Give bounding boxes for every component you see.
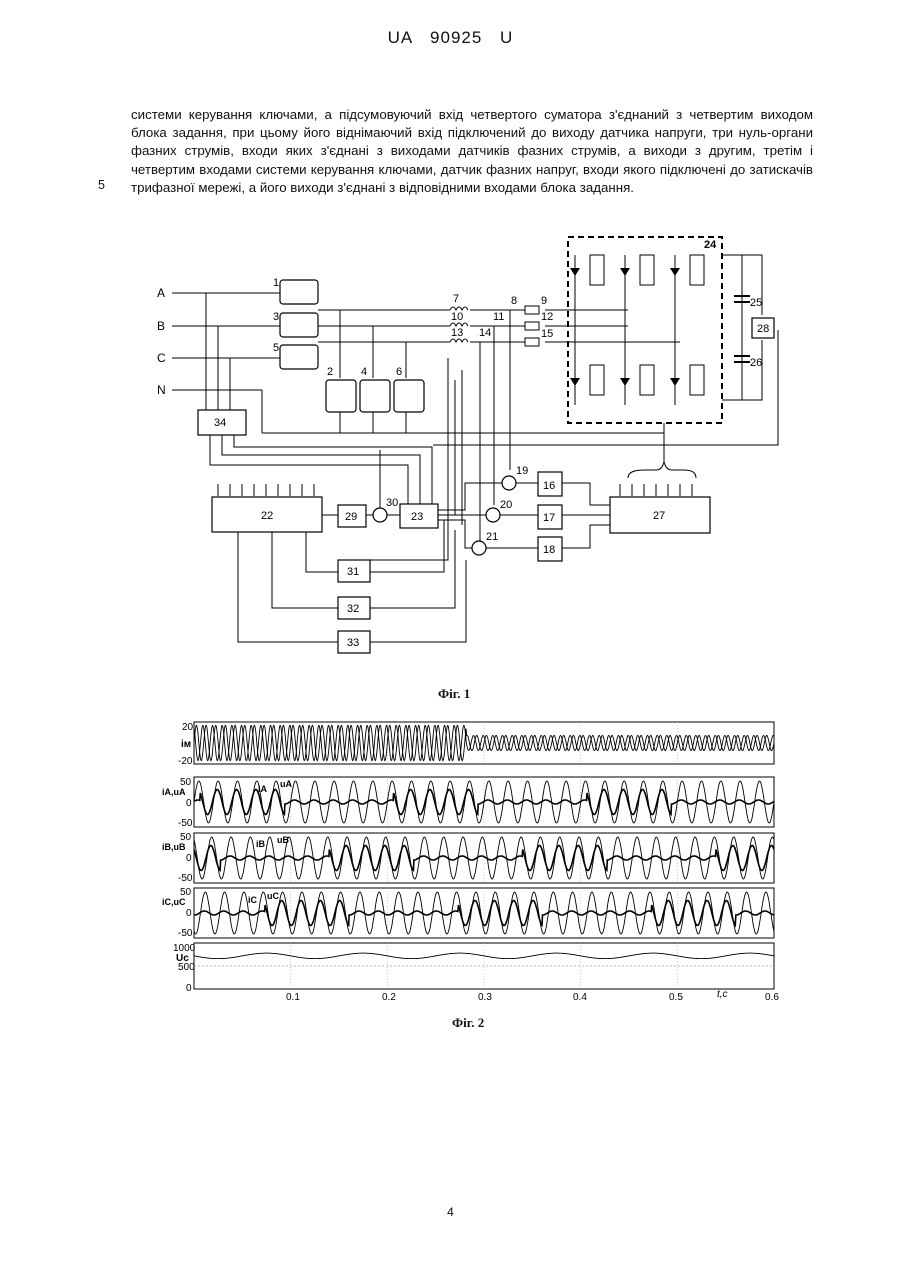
panel-ylabel: iм [181, 739, 191, 750]
panel-tick: 20 [182, 722, 194, 733]
panel-ylabel: iB,uB [162, 842, 186, 852]
waveform-trace [194, 953, 774, 959]
panel-tick: -20 [178, 756, 193, 767]
panel-ylabel: iA,uA [162, 787, 186, 797]
panel-tick: 0 [186, 853, 192, 864]
x-unit: t,c [717, 989, 728, 1000]
panel-tick: -50 [178, 818, 193, 829]
panel-tick: 0 [186, 908, 192, 919]
curve-label: uC [267, 891, 279, 901]
figure-2-oscillograms: 20 -20 iм 50 0 -50 iA,uA iA uA 50 0 -50 … [0, 0, 901, 1060]
curve-label: uB [277, 835, 289, 845]
panel-tick: -50 [178, 873, 193, 884]
figure-2-caption: Фіг. 2 [452, 1015, 484, 1031]
x-tick: 0.2 [382, 992, 396, 1003]
curve-label: iC [248, 895, 258, 905]
panel-tick: 0 [186, 798, 192, 809]
curve-label: iA [258, 784, 268, 794]
x-tick: 0.3 [478, 992, 492, 1003]
x-tick: 0.5 [669, 992, 683, 1003]
panel-ylabel: Uc [176, 953, 189, 964]
page-number: 4 [0, 1205, 901, 1219]
curve-label: iB [256, 839, 266, 849]
x-tick: 0.6 [765, 992, 779, 1003]
x-tick: 0.4 [573, 992, 587, 1003]
curve-label: uA [280, 779, 292, 789]
panel-tick: 0 [186, 983, 192, 994]
x-tick: 0.1 [286, 992, 300, 1003]
panel-tick: -50 [178, 928, 193, 939]
panel-ylabel: iC,uC [162, 897, 186, 907]
